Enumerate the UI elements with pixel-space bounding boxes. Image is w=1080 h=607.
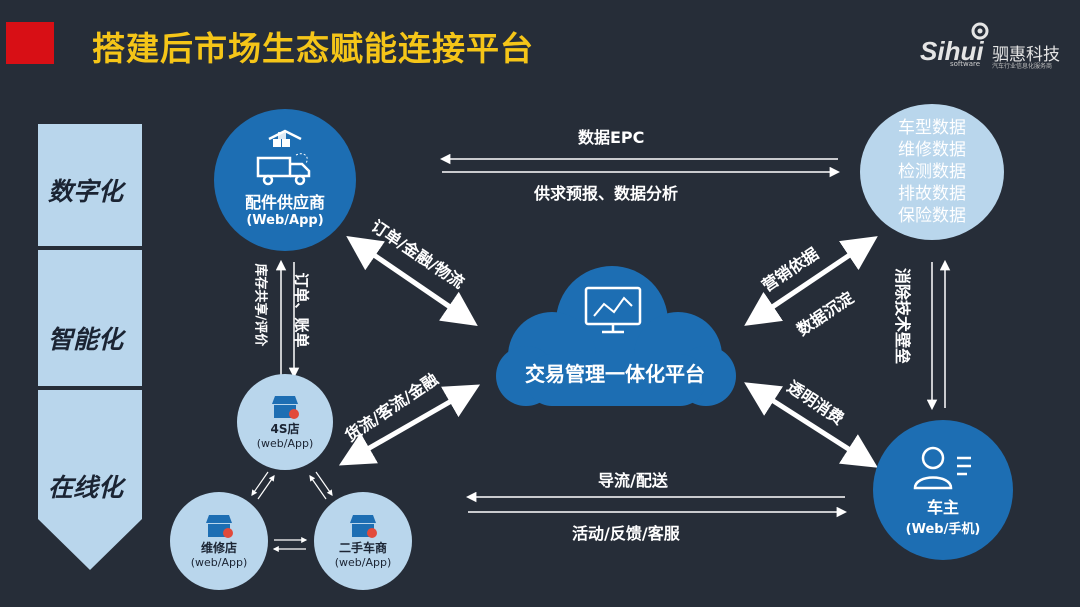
usedcar-name: 二手车商 (338, 541, 387, 555)
store4s-name: 4S店 (270, 422, 300, 436)
logo-sub: software (950, 60, 981, 68)
label-online: 在线化 (48, 473, 124, 502)
label-data-epc: 数据EPC (578, 128, 645, 147)
platform-cloud (496, 266, 736, 406)
logo-mark-icon (971, 22, 989, 40)
node-supplier: 配件供应商 (Web/App) (214, 109, 356, 251)
label-inventory-share: 库存共享/评价 (252, 263, 268, 347)
store4s-sub: (web/App) (256, 437, 314, 450)
warehouse-icon (268, 129, 302, 147)
repair-name: 维修店 (200, 541, 237, 555)
data-line-model: 车型数据 (898, 118, 966, 138)
data-line-troubleshoot: 排故数据 (898, 184, 966, 204)
user-profile-icon (913, 446, 971, 489)
arrow-4s-usedcar-a (315, 471, 333, 496)
node-data-center: 车型数据 维修数据 检测数据 排故数据 保险数据 (860, 104, 1004, 240)
owner-name: 车主 (926, 497, 959, 517)
store-icon (350, 515, 377, 538)
arrow-4s-repair-a (251, 471, 269, 496)
label-intelligent: 智能化 (48, 325, 124, 354)
logo-tagline: 汽车行业信息化服务商 (992, 63, 1053, 70)
store-icon (206, 515, 233, 538)
company-logo: Sihui 驷惠科技 software 汽车行业信息化服务商 (920, 22, 1070, 72)
arrow-datacenter-platform (744, 236, 878, 326)
owner-sub: (Web/手机) (905, 521, 981, 537)
title-marker (6, 22, 54, 64)
arrow-4s-usedcar-b (309, 475, 327, 500)
label-eliminate-barriers: 消除技术壁垒 (893, 268, 912, 365)
node-owner: 车主 (Web/手机) (873, 420, 1013, 560)
arrow-supplier-platform (346, 236, 478, 326)
label-supply-forecast: 供求预报、数据分析 (534, 184, 679, 203)
usedcar-sub: (web/App) (334, 556, 392, 569)
node-repair-shop: 维修店 (web/App) (170, 492, 268, 590)
monitor-chart-icon (584, 286, 642, 334)
arrow-platform-owner (744, 382, 878, 468)
repair-sub: (web/App) (190, 556, 248, 569)
supplier-name: 配件供应商 (244, 192, 325, 212)
data-line-insurance: 保险数据 (898, 206, 966, 226)
data-line-repair: 维修数据 (898, 140, 966, 160)
data-line-inspection: 检测数据 (898, 162, 966, 182)
platform-name: 交易管理一体化平台 (525, 362, 705, 386)
page-title: 搭建后市场生态赋能连接平台 (92, 29, 534, 68)
node-4s-store: 4S店 (web/App) (237, 374, 333, 470)
supplier-sub: (Web/App) (246, 212, 324, 228)
store-icon (272, 396, 299, 419)
truck-icon (256, 152, 311, 185)
logo-brand: Sihui (920, 36, 984, 66)
arrow-4s-platform (338, 384, 481, 466)
label-guide-delivery: 导流/配送 (598, 471, 668, 490)
logo-chinese-name: 驷惠科技 (992, 45, 1060, 65)
label-digital: 数字化 (48, 177, 124, 206)
left-column-arrow (38, 124, 142, 570)
label-order-bill: 订单、账单 (292, 272, 311, 348)
arrow-4s-repair-b (257, 475, 275, 500)
label-activity-feedback: 活动/反馈/客服 (572, 524, 680, 543)
node-used-car-dealer: 二手车商 (web/App) (314, 492, 412, 590)
